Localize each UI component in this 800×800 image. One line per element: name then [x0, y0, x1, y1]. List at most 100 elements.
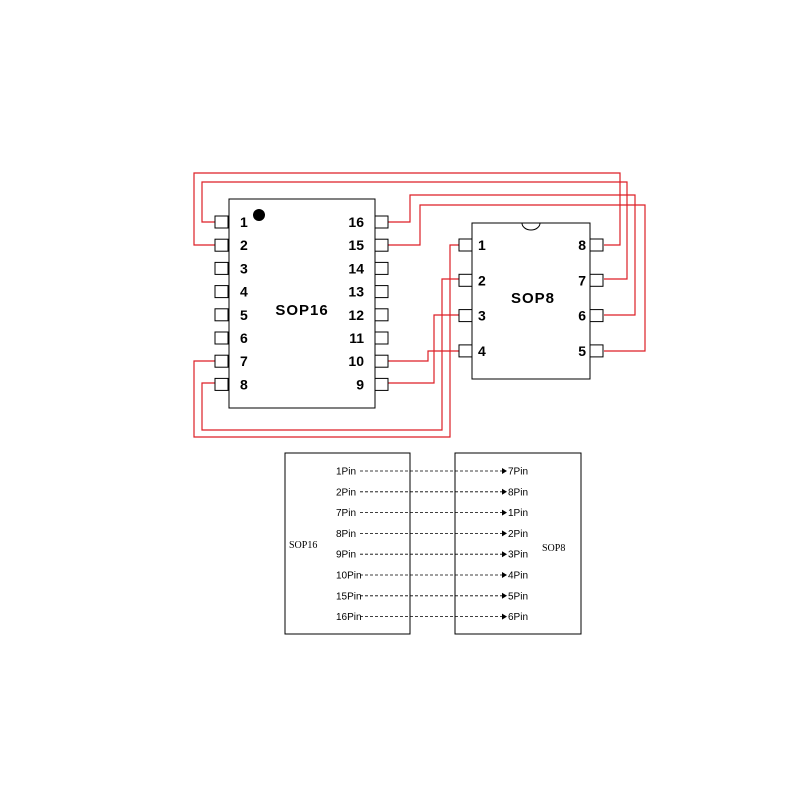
sop8-left-pin-number: 4 [478, 343, 486, 359]
sop8-left-pin-pad [458, 309, 473, 323]
wire-sop16-2-to-sop8-8 [193, 172, 621, 246]
sop16-right-pin-number: 15 [348, 237, 364, 253]
sop16-left-pin-pad [214, 354, 229, 368]
mapping-left-pin: 16Pin [336, 612, 362, 623]
sop16-label: SOP16 [275, 302, 328, 319]
mapping-left-box [284, 452, 411, 635]
mapping-right-pin: 5Pin [508, 591, 528, 602]
wire-sop16-9-to-sop8-3 [388, 314, 459, 384]
sop8-chip: SOP8 1 2 3 4 8 7 6 5 [458, 222, 604, 380]
sop16-right-pin-number: 13 [348, 284, 364, 300]
mapping-right-title: SOP8 [542, 543, 565, 554]
mapping-arrowhead [502, 509, 507, 516]
sop8-right-pin-number: 7 [578, 272, 586, 288]
mapping-right-pin: 1Pin [508, 508, 528, 519]
sop16-left-pin-pad [214, 308, 229, 322]
mapping-arrowhead [502, 468, 507, 474]
mapping-arrowhead [502, 551, 507, 558]
sop16-left-pin-pad [214, 261, 229, 275]
sop8-left-pin-pad [458, 344, 473, 358]
mapping-arrowhead [502, 592, 507, 599]
sop16-left-pin-number: 2 [240, 237, 248, 253]
sop8-left-pins: 1 2 3 4 [458, 237, 486, 359]
mapping-arrowhead [502, 572, 507, 578]
sop16-left-pin-number: 4 [240, 284, 248, 300]
mapping-right-pin: 3Pin [508, 550, 528, 561]
sop8-right-pin-pad [589, 309, 604, 323]
mapping-right-box [454, 452, 582, 635]
mapping-right-pin: 4Pin [508, 571, 528, 582]
sop16-right-pin-pad [374, 331, 389, 345]
mapping-left-pin: 2Pin [336, 487, 356, 498]
sop16-left-pin-pad [214, 285, 229, 299]
sop16-left-pin-pad [214, 331, 229, 345]
mapping-right-pin: 8Pin [508, 487, 528, 498]
mapping-left-pin: 10Pin [336, 571, 362, 582]
sop8-left-pin-pad [458, 273, 473, 287]
sop8-right-pin-number: 6 [578, 308, 586, 324]
sop16-left-pin-number: 8 [240, 376, 248, 392]
sop8-left-pin-pad [458, 238, 473, 252]
mapping-left-title: SOP16 [289, 540, 317, 551]
wire-sop16-7-to-sop8-1 [193, 244, 459, 438]
sop16-right-pin-pad [374, 261, 389, 275]
wire-sop16-16-to-sop8-6 [388, 194, 636, 316]
mapping-right-pin: 2Pin [508, 529, 528, 540]
sop16-right-pin-pad [374, 308, 389, 322]
wire-sop16-8-to-sop8-2 [201, 278, 459, 431]
mapping-left-pin: 8Pin [336, 529, 356, 540]
sop16-right-pin-pad [374, 285, 389, 299]
mapping-right-pin: 6Pin [508, 612, 528, 623]
sop8-right-pin-number: 8 [578, 237, 586, 253]
sop16-left-pin-number: 1 [240, 214, 248, 230]
sop16-right-pins: 16 15 14 13 12 11 10 9 [348, 214, 389, 392]
sop8-label: SOP8 [511, 290, 555, 307]
mapping-left-pin: 1Pin [336, 467, 356, 478]
sop16-right-pin-number: 16 [348, 214, 364, 230]
sop16-left-pin-number: 5 [240, 307, 248, 323]
sop16-body [228, 198, 376, 409]
sop8-left-pin-number: 2 [478, 272, 486, 288]
sop16-left-pin-pad [214, 377, 229, 391]
sop8-right-pin-pad [589, 238, 604, 252]
sop8-right-pin-number: 5 [578, 343, 586, 359]
sop16-left-pin-number: 7 [240, 353, 248, 369]
mapping-left-pin: 7Pin [336, 508, 356, 519]
sop16-right-pin-number: 10 [348, 353, 364, 369]
sop8-left-pin-number: 1 [478, 237, 486, 253]
sop8-right-pins: 8 7 6 5 [578, 237, 604, 359]
wire-sop16-1-to-sop8-7 [201, 181, 628, 280]
mapping-arrowhead [502, 613, 507, 620]
sop16-right-pin-pad [374, 215, 389, 229]
sop16-left-pin-pad [214, 238, 229, 252]
sop16-left-pin-number: 3 [240, 260, 248, 276]
mapping-right-pin: 7Pin [508, 467, 528, 478]
sop16-right-pin-pad [374, 238, 389, 252]
sop8-right-pin-pad [589, 344, 604, 358]
sop16-right-pin-pad [374, 354, 389, 368]
sop16-right-pin-number: 11 [349, 330, 364, 346]
sop16-right-pin-number: 12 [348, 307, 364, 323]
sop8-right-pin-pad [589, 273, 604, 287]
mapping-left-pin: 15Pin [336, 591, 362, 602]
sop16-left-pin-pad [214, 215, 229, 229]
sop8-left-pin-number: 3 [478, 308, 486, 324]
mapping-left-pin: 9Pin [336, 550, 356, 561]
sop16-left-pin-number: 6 [240, 330, 248, 346]
wire-sop16-10-to-sop8-4 [388, 350, 459, 362]
sop16-right-pin-pad [374, 377, 389, 391]
pin-mapping-table: SOP16 SOP8 1Pin 7Pin 2Pin 8Pin 7Pin 1Pin 8Pin 2… [284, 452, 582, 635]
sop16-right-pin-number: 9 [356, 376, 364, 392]
pin1-marker-dot [253, 209, 265, 221]
mapping-arrowhead [502, 530, 507, 537]
sop16-left-pins: 1 2 3 4 5 6 7 8 [214, 214, 248, 392]
mapping-rows: 1Pin 7Pin 2Pin 8Pin 7Pin 1Pin 8Pin 2Pin 9Pin 3Pin… [336, 467, 528, 624]
sop16-right-pin-number: 14 [348, 260, 364, 276]
mapping-arrowhead [502, 488, 507, 495]
wire-sop16-15-to-sop8-5 [388, 204, 646, 352]
sop8-body [471, 222, 591, 380]
sop8-notch [521, 222, 541, 231]
wire-group [193, 172, 646, 438]
